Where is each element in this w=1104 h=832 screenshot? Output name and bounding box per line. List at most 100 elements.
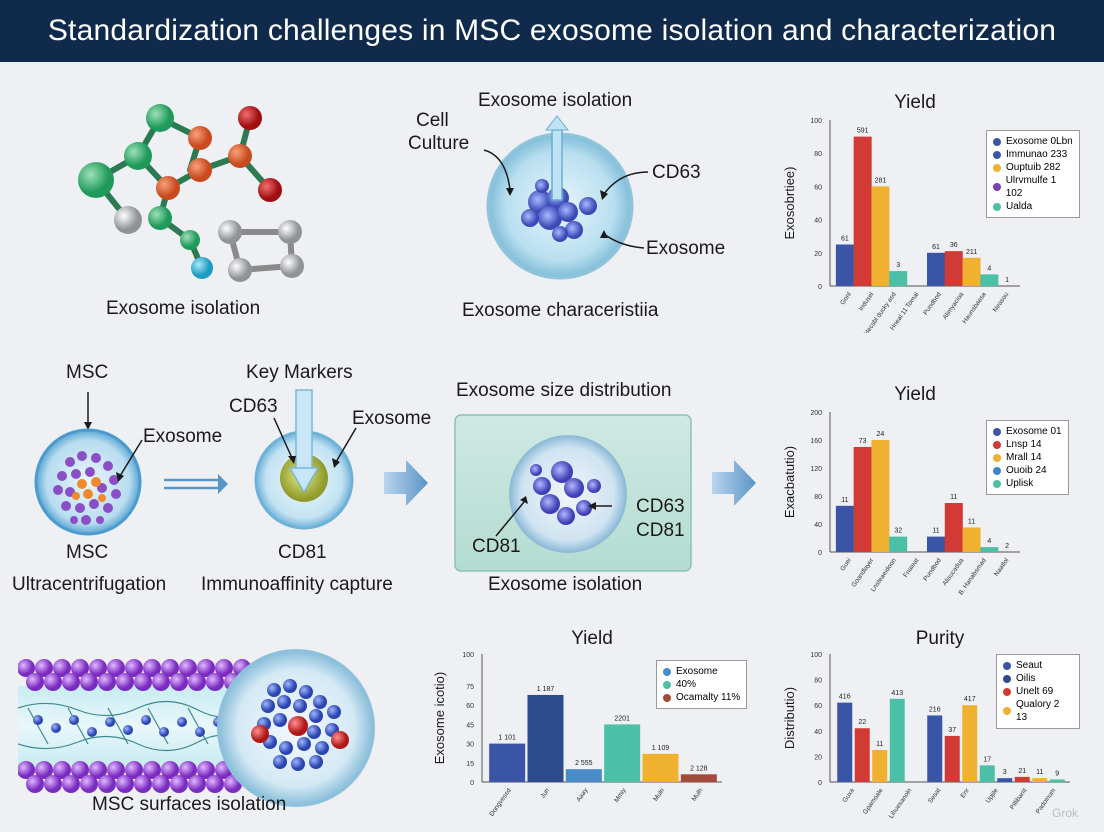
legend-swatch [993,453,1001,462]
bar [837,702,853,782]
bar-value-label: 417 [964,696,976,703]
legend-swatch [993,163,1001,172]
x-tick-label: Dongvessd [488,787,513,818]
bar-value-label: 4 [987,538,991,545]
legend-label: Mrall 14 [1006,452,1042,463]
bar-value-label: 281 [875,177,887,184]
bar [871,186,890,286]
bar-value-label: 211 [966,249,977,256]
y-tick-label: 30 [466,742,474,749]
x-tick-label: Indusel [858,291,876,313]
bar-value-label: 11 [950,494,957,501]
legend-swatch [663,693,671,702]
bar-value-label: 1 187 [537,686,555,693]
bar [853,447,872,552]
bar-value-label: 416 [839,694,851,701]
y-tick-label: 80 [814,678,822,685]
y-tick-label: 120 [810,466,822,473]
legend-swatch [993,150,1001,159]
bar [835,244,854,286]
y-tick-label: 40 [814,729,822,736]
bar-value-label: 2 [1005,543,1009,550]
bar-value-label: 413 [891,690,903,697]
bar-value-label: 61 [841,236,849,243]
y-tick-label: 60 [466,703,474,710]
legend-item: 40% [663,678,740,691]
x-tick-label: Neasou [992,291,1011,314]
legend-swatch [1003,707,1011,715]
bar [944,251,963,286]
immunoaffinity-caption: Immunoaffinity capture [201,574,393,595]
legend-label: Oilis [1016,673,1036,684]
y-axis-label: Exosome icotio) [432,672,447,764]
x-tick-label: Upjile [985,787,1000,805]
block-arrow-icon [384,460,428,506]
bar-value-label: 61 [932,244,940,251]
x-tick-label: Jun [539,787,551,800]
page-title: Standardization challenges in MSC exosom… [47,14,1057,47]
bar [980,274,999,286]
bar-value-label: 11 [1036,769,1043,776]
x-tick-label: Pundbod [922,291,943,317]
y-tick-label: 80 [814,494,822,501]
immuno-exosome-label: Exosome [352,408,432,429]
y-tick-label: 0 [818,780,822,787]
cell-culture-label-line2: Culture [408,133,470,154]
legend-item: Qualory 2 13 [1003,698,1073,724]
x-tick-label: Lihuesanoln [888,787,914,820]
msc-surface-illustration [18,649,375,807]
bar [871,440,890,552]
legend-label: Ouptuib 282 [1006,162,1061,173]
y-tick-label: 160 [810,438,822,445]
legend-item: Ouptuib 282 [993,161,1073,174]
bar [835,505,854,552]
bar-value-label: 11 [841,497,848,504]
legend-label: Qualory 2 13 [1015,699,1060,723]
chart-title: Yield [571,628,613,649]
legend-label: 40% [676,679,697,690]
legend-label: Unelt 69 [1016,686,1054,697]
legend-item: Uplisk [993,477,1062,490]
bar [1014,776,1030,782]
legend-swatch [993,137,1001,146]
y-tick-label: 40 [814,522,822,529]
bar [944,503,963,552]
purity-bottom-svg: PurityDistributio)0204060801004162211413… [782,628,1070,820]
x-tick-label: Guei [839,557,853,572]
y-tick-label: 15 [466,761,474,768]
size-distribution-panel [454,414,692,572]
panel-cd81-left-label: CD81 [472,536,521,557]
legend-swatch [993,440,1001,449]
y-axis-label: Exacbatutio) [782,446,797,518]
legend-label: Exosome 01 [1006,426,1062,437]
legend-label: Exosome 0Lbn [1006,136,1073,147]
legend-swatch [1003,674,1011,683]
legend-item: Mrall 14 [993,451,1062,464]
legend-label: Ocamalty 11% [676,692,741,703]
legend-item: Exosome 0Lbn [993,135,1073,148]
panel-cd81-right-label: CD81 [636,520,685,541]
legend-item: Oilis [1003,672,1073,685]
x-tick-label: Naatlol [993,557,1011,578]
bar [944,735,960,782]
legend-item: Seaut [1003,659,1073,672]
y-tick-label: 20 [814,754,822,761]
legend-swatch [663,667,671,676]
legend-swatch [993,202,1001,211]
cell-caption: Exosome characeristiia [462,300,659,321]
bar [872,750,888,782]
y-tick-label: 0 [818,550,822,557]
y-axis-label: Exosobrtiee) [782,167,797,240]
legend-swatch [1003,687,1011,696]
bar-value-label: 73 [859,438,867,445]
immuno-cd63-label: CD63 [229,396,278,417]
bar-value-label: 32 [894,528,902,535]
bar [604,724,641,782]
msc-top-label: MSC [66,362,109,383]
bar-value-label: 2201 [614,715,630,722]
